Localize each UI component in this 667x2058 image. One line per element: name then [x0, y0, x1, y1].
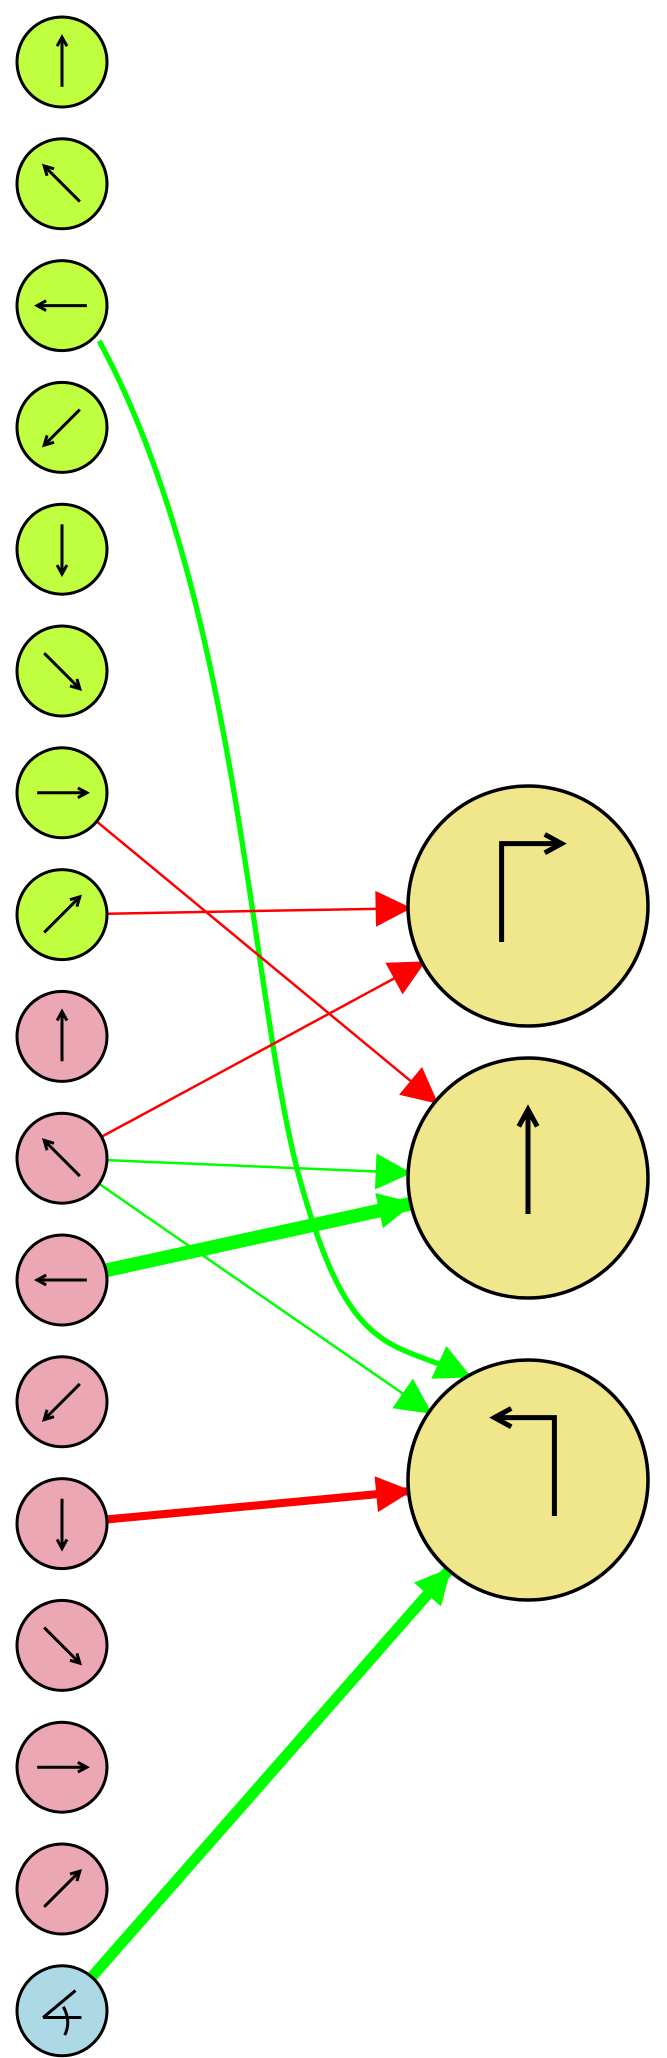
- output-node-turn-left: [406, 1358, 650, 1602]
- arrow-down-icon: [55, 1498, 69, 1552]
- turn-left-icon: [489, 1406, 557, 1516]
- input-node-arrow-up-right: [15, 868, 109, 962]
- output-node-turn-right: [406, 784, 650, 1028]
- arrow-down-right-icon: [43, 1626, 83, 1666]
- input-node-arrow-up-right: [15, 1842, 109, 1936]
- inhibitory-connection: [100, 961, 426, 1138]
- arrow-down-left-icon: [41, 408, 81, 448]
- excitatory-connection: [104, 1193, 415, 1278]
- input-node-angle: [15, 1964, 109, 2058]
- input-node-arrow-left: [15, 1233, 109, 1327]
- input-node-arrow-down-right: [15, 624, 109, 718]
- arrow-left-icon: [34, 299, 87, 312]
- arrow-down-icon: [55, 524, 69, 578]
- arrow-down-left-icon: [41, 1382, 81, 1422]
- node-circle: [406, 784, 650, 1028]
- turn-right-icon: [499, 832, 567, 942]
- arrow-right-icon: [37, 1760, 90, 1774]
- input-node-arrow-down: [15, 1477, 109, 1571]
- input-node-arrow-down-right: [15, 1598, 109, 1692]
- input-node-arrow-right: [15, 1720, 109, 1814]
- excitatory-connection: [106, 1153, 412, 1190]
- input-node-arrow-up: [15, 15, 109, 109]
- arrow-up-left-icon: [41, 163, 81, 203]
- excitatory-connection: [87, 1566, 453, 1981]
- input-node-arrow-up-left: [15, 1111, 109, 1205]
- arrow-down-right-icon: [43, 652, 83, 692]
- arrow-left-icon: [34, 1273, 87, 1287]
- input-node-arrow-left: [15, 259, 109, 353]
- input-node-arrow-up: [15, 989, 109, 1083]
- arrow-up-icon: [55, 1008, 69, 1062]
- node-circle: [406, 1358, 650, 1602]
- arrow-up-left-icon: [41, 1138, 81, 1178]
- arrow-up-right-icon: [43, 1868, 83, 1908]
- arrow-up-right-icon: [43, 894, 83, 934]
- inhibitory-connection: [95, 820, 439, 1104]
- straight-up-icon: [516, 1104, 540, 1214]
- nodes-layer: [15, 15, 650, 2058]
- input-node-arrow-right: [15, 746, 109, 840]
- inhibitory-connection: [106, 1476, 413, 1524]
- connections-layer: [87, 339, 472, 1981]
- excitatory-connection: [96, 339, 472, 1379]
- inhibitory-connection: [106, 890, 412, 927]
- angle-icon: [42, 1989, 82, 2036]
- output-node-straight-up: [406, 1056, 650, 1300]
- input-node-arrow-down-left: [15, 1355, 109, 1449]
- arrow-up-icon: [55, 34, 69, 87]
- node-circle: [15, 1964, 109, 2058]
- input-node-arrow-up-left: [15, 137, 109, 231]
- input-node-arrow-down: [15, 502, 109, 596]
- arrow-right-icon: [37, 786, 90, 800]
- input-node-arrow-down-left: [15, 380, 109, 474]
- excitatory-connection: [98, 1182, 433, 1414]
